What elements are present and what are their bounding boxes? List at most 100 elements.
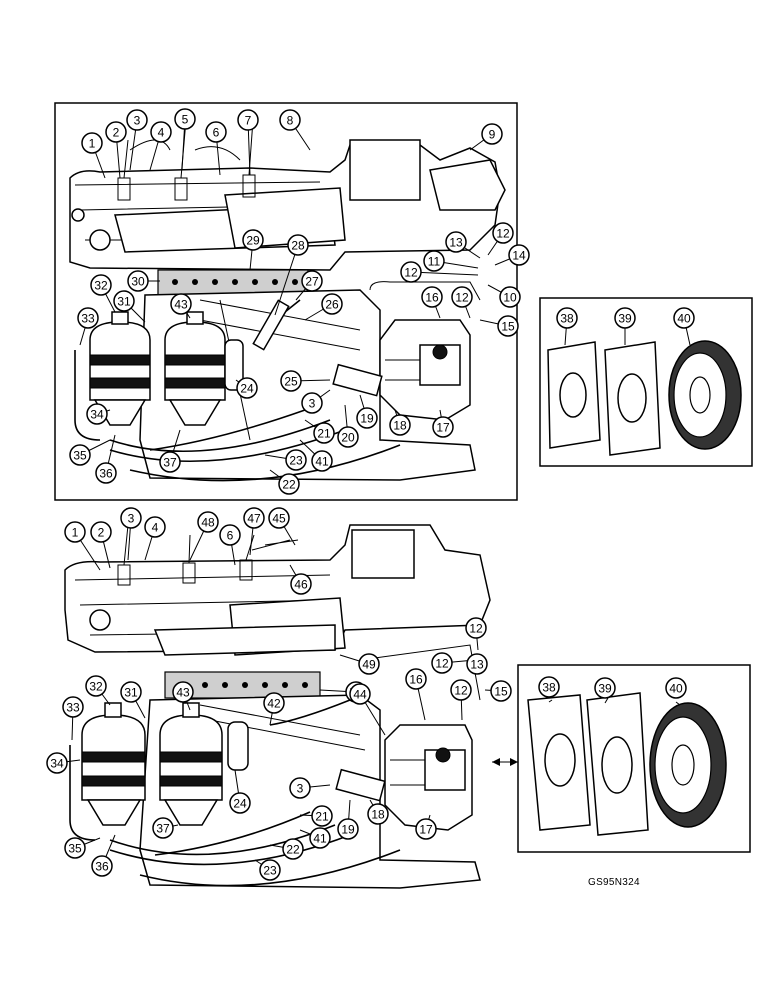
callout-circle: [259, 859, 281, 881]
callout-bottom-view-13: 13: [466, 653, 488, 675]
callout-number: 4: [158, 126, 165, 140]
callout-circle: [46, 752, 68, 774]
callout-circle: [285, 449, 307, 471]
callout-top-view-5: 5: [174, 108, 196, 130]
callout-top-view-18: 18: [389, 414, 411, 436]
callout-number: 49: [362, 658, 376, 672]
callout-number: 3: [134, 114, 141, 128]
callout-top-view-24: 24: [236, 377, 258, 399]
callout-circle: [432, 416, 454, 438]
callout-circle: [263, 692, 285, 714]
callout-bottom-view-1: 1: [64, 521, 86, 543]
callout-circle: [367, 803, 389, 825]
callout-circle: [301, 392, 323, 414]
callout-top-view-27: 27: [301, 270, 323, 292]
callout-number: 30: [131, 275, 145, 289]
callout-number: 12: [404, 266, 418, 280]
callout-number: 42: [267, 697, 281, 711]
callout-number: 41: [315, 455, 329, 469]
callout-number: 23: [289, 454, 303, 468]
callout-bottom-view-19: 19: [337, 818, 359, 840]
callout-bottom-view-22: 22: [282, 838, 304, 860]
callout-top-view-4: 4: [150, 121, 172, 143]
callout-bottom-view-17: 17: [415, 818, 437, 840]
callout-circle: [311, 450, 333, 472]
callout-top-view-22: 22: [278, 473, 300, 495]
callout-number: 17: [436, 421, 450, 435]
callout-bottom-view-43: 43: [172, 681, 194, 703]
callout-number: 37: [163, 456, 177, 470]
callout-top-view-30: 30: [127, 270, 149, 292]
callout-top-view-15: 15: [497, 315, 519, 337]
callout-top-view-13: 13: [445, 231, 467, 253]
callout-circle: [279, 109, 301, 131]
callout-bottom-view-46: 46: [290, 573, 312, 595]
callout-number: 17: [419, 823, 433, 837]
callout-top-view-26: 26: [321, 293, 343, 315]
callout-circle: [150, 121, 172, 143]
callout-circle: [313, 422, 335, 444]
callout-circle: [268, 507, 290, 529]
callout-circle: [421, 286, 443, 308]
callout-bottom-view-36: 36: [91, 855, 113, 877]
top-inset-frame: [539, 297, 753, 467]
top-engine-drawing: [54, 102, 518, 501]
callout-top-view-41: 41: [311, 450, 333, 472]
callout-circle: [113, 290, 135, 312]
callout-circle: [614, 307, 636, 329]
callout-top-view-2: 2: [105, 121, 127, 143]
callout-circle: [492, 222, 514, 244]
callout-bottom-view-18: 18: [367, 803, 389, 825]
callout-circle: [466, 653, 488, 675]
callout-bottom-view-41: 41: [309, 827, 331, 849]
callout-number: 13: [470, 658, 484, 672]
callout-circle: [481, 123, 503, 145]
callout-bottom-view-35: 35: [64, 837, 86, 859]
callout-circle: [309, 827, 331, 849]
callout-number: 14: [512, 249, 526, 263]
callout-top-view-17: 17: [432, 416, 454, 438]
callout-number: 22: [286, 843, 300, 857]
callout-top-view-25: 25: [280, 370, 302, 392]
callout-top-view-35: 35: [69, 444, 91, 466]
callout-circle: [358, 653, 380, 675]
callout-bottom-view-44: 44: [349, 683, 371, 705]
callout-circle: [415, 818, 437, 840]
callout-bottom-view-2: 2: [90, 521, 112, 543]
callout-top-view-1: 1: [81, 132, 103, 154]
callout-circle: [64, 521, 86, 543]
callout-bottom-view-49: 49: [358, 653, 380, 675]
callout-number: 15: [501, 320, 515, 334]
callout-circle: [282, 838, 304, 860]
callout-bottom-view-3: 3: [120, 507, 142, 529]
callout-bottom-view-23: 23: [259, 859, 281, 881]
callout-circle: [219, 524, 241, 546]
callout-circle: [594, 677, 616, 699]
bottom-fuel-filter-right: [159, 702, 223, 826]
callout-number: 22: [282, 478, 296, 492]
callout-top-view-6: 6: [205, 121, 227, 143]
callout-bottom-view-37: 37: [152, 817, 174, 839]
callout-number: 19: [360, 412, 374, 426]
callout-number: 15: [494, 685, 508, 699]
callout-circle: [90, 274, 112, 296]
callout-circle: [64, 837, 86, 859]
callout-circle: [431, 652, 453, 674]
callout-circle: [90, 521, 112, 543]
callout-circle: [243, 507, 265, 529]
callout-number: 47: [247, 512, 261, 526]
callout-circle: [85, 675, 107, 697]
callout-number: 16: [409, 673, 423, 687]
callout-circle: [289, 777, 311, 799]
callout-number: 35: [68, 842, 82, 856]
callout-circle: [301, 270, 323, 292]
callout-number: 36: [99, 467, 113, 481]
callout-number: 9: [489, 128, 496, 142]
callout-circle: [174, 108, 196, 130]
callout-top-view-34: 34: [86, 403, 108, 425]
callout-top-view-43: 43: [170, 293, 192, 315]
callout-number: 3: [309, 397, 316, 411]
